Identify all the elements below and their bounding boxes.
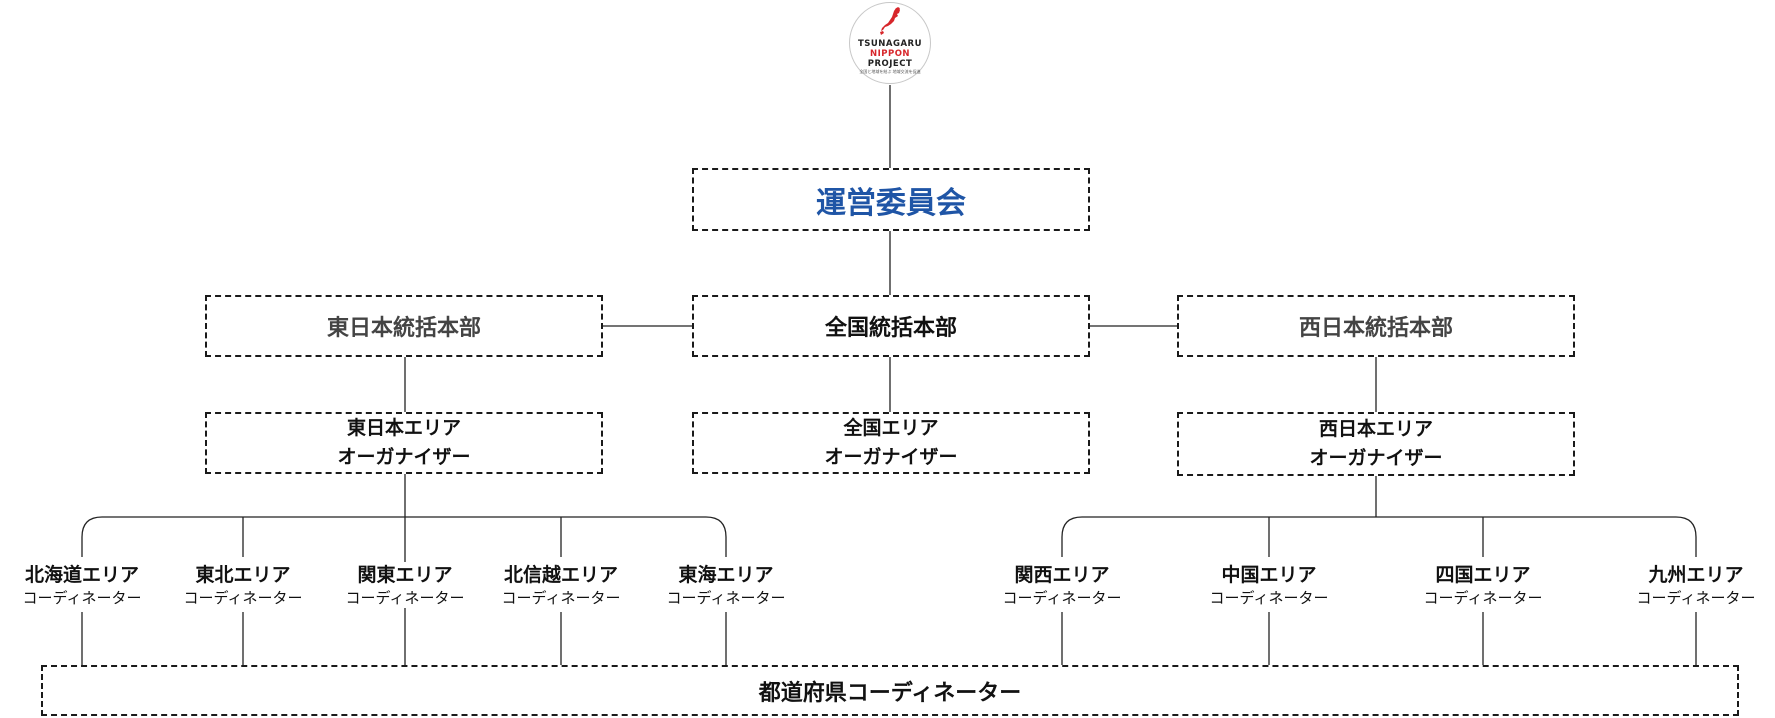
steering-committee-box: 運営委員会: [692, 168, 1090, 231]
east-organizer-line1: 東日本エリア: [346, 417, 461, 439]
coordinator-area: 関東エリア: [357, 564, 453, 586]
coordinator-chugoku: 中国エリア コーディネーター: [1199, 562, 1339, 608]
west-hq-box: 西日本統括本部: [1177, 295, 1575, 357]
coordinator-role: コーディネーター: [22, 589, 142, 607]
coordinator-kyushu: 九州エリア コーディネーター: [1626, 562, 1766, 608]
steering-committee-label: 運営委員会: [816, 185, 966, 221]
coordinator-role: コーディネーター: [345, 589, 465, 607]
west-hq-label: 西日本統括本部: [1298, 316, 1453, 341]
west-organizer-box: 西日本エリア オーガナイザー: [1177, 412, 1575, 476]
coordinator-role: コーディネーター: [666, 589, 786, 607]
logo-text-nippon: NIPPON: [869, 49, 911, 59]
japan-map-icon: [880, 7, 900, 35]
coordinator-hokkaido: 北海道エリア コーディネーター: [12, 562, 152, 608]
prefecture-coordinator-label: 都道府県コーディネーター: [758, 680, 1022, 706]
national-organizer-line2: オーガナイザー: [824, 446, 958, 468]
coordinator-area: 中国エリア: [1221, 564, 1317, 586]
national-organizer-box: 全国エリア オーガナイザー: [692, 412, 1090, 474]
coordinator-tokai: 東海エリア コーディネーター: [656, 562, 796, 608]
coordinator-role: コーディネーター: [1002, 589, 1122, 607]
coordinator-area: 九州エリア: [1648, 564, 1744, 586]
logo-text-project: PROJECT: [867, 59, 913, 69]
logo-tagline: 全国と地域を結ぶ 地域交流を促進: [859, 69, 921, 74]
coordinator-role: コーディネーター: [1423, 589, 1543, 607]
coordinator-role: コーディネーター: [1636, 589, 1756, 607]
coordinator-hokushinetsu: 北信越エリア コーディネーター: [491, 562, 631, 608]
prefecture-coordinator-box: 都道府県コーディネーター: [41, 665, 1739, 716]
coordinator-role: コーディネーター: [501, 589, 621, 607]
national-hq-label: 全国統括本部: [824, 316, 957, 341]
east-hq-box: 東日本統括本部: [205, 295, 603, 357]
coordinator-area: 東北エリア: [195, 564, 291, 586]
national-hq-box: 全国統括本部: [692, 295, 1090, 357]
national-organizer-line1: 全国エリア: [843, 417, 939, 439]
tsunagaru-nippon-logo: TSUNAGARU NIPPON PROJECT 全国と地域を結ぶ 地域交流を促…: [849, 2, 931, 84]
coordinator-area: 四国エリア: [1435, 564, 1531, 586]
coordinator-area: 関西エリア: [1014, 564, 1110, 586]
coordinator-role: コーディネーター: [183, 589, 303, 607]
west-organizer-line1: 西日本エリア: [1318, 418, 1433, 440]
coordinator-area: 東海エリア: [678, 564, 774, 586]
coordinator-kanto: 関東エリア コーディネーター: [335, 562, 475, 608]
west-organizer-line2: オーガナイザー: [1309, 447, 1443, 469]
coordinator-area: 北信越エリア: [503, 564, 618, 586]
coordinator-kansai: 関西エリア コーディネーター: [992, 562, 1132, 608]
logo-text-tsunagaru: TSUNAGARU: [857, 39, 923, 49]
coordinator-shikoku: 四国エリア コーディネーター: [1413, 562, 1553, 608]
coordinator-area: 北海道エリア: [24, 564, 139, 586]
east-organizer-line2: オーガナイザー: [337, 446, 471, 468]
coordinator-tohoku: 東北エリア コーディネーター: [173, 562, 313, 608]
east-hq-label: 東日本統括本部: [326, 316, 481, 341]
coordinator-role: コーディネーター: [1209, 589, 1329, 607]
east-organizer-box: 東日本エリア オーガナイザー: [205, 412, 603, 474]
